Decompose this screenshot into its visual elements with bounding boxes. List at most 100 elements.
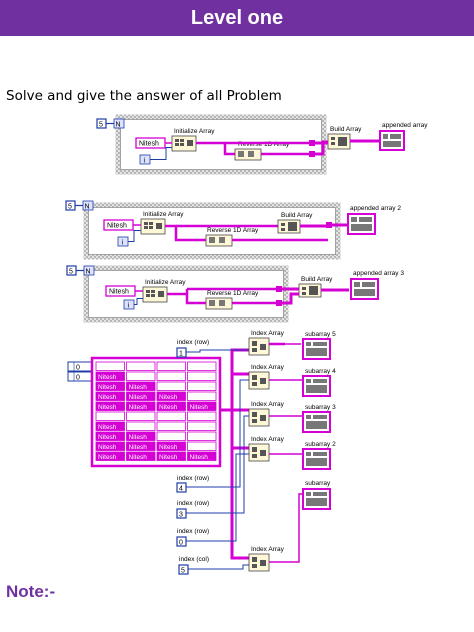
array-index-col[interactable] bbox=[67, 371, 93, 382]
array-cell-text: Nitesh bbox=[129, 454, 148, 461]
array-cell[interactable] bbox=[95, 361, 125, 371]
index-row-label-4: index (row) bbox=[177, 528, 209, 535]
array-cell-text: Nitesh bbox=[98, 454, 117, 461]
n-terminal bbox=[113, 118, 125, 129]
problem-1: 5 N i Nitesh Initialize Array Reverse 1D… bbox=[96, 114, 428, 175]
array-cell[interactable] bbox=[126, 421, 156, 431]
array-cell[interactable] bbox=[187, 431, 217, 441]
array-cell[interactable] bbox=[95, 391, 125, 401]
subarray-label: subarray 4 bbox=[305, 368, 336, 375]
array-cell[interactable] bbox=[95, 421, 125, 431]
array-cell[interactable] bbox=[126, 431, 156, 441]
n-value: 5 bbox=[99, 122, 103, 129]
build-array-label: Build Array bbox=[301, 276, 333, 283]
index-array-3: Index Array subarray 3 bbox=[248, 401, 336, 433]
string-value: Nitesh bbox=[107, 223, 127, 230]
reverse-1d-array-label: Reverse 1D Array bbox=[207, 227, 259, 234]
string-value: Nitesh bbox=[139, 141, 159, 148]
i-label: i bbox=[128, 303, 130, 310]
array-cell[interactable] bbox=[156, 411, 186, 421]
n-label: N bbox=[86, 269, 91, 276]
array-cell-text: Nitesh bbox=[190, 404, 209, 411]
n-value: 5 bbox=[68, 204, 72, 211]
array-cell[interactable] bbox=[187, 411, 217, 421]
index-array-label: Index Array bbox=[251, 330, 285, 337]
i-label: i bbox=[144, 158, 146, 165]
array-cell[interactable] bbox=[95, 441, 125, 451]
array-cell-text: Nitesh bbox=[98, 404, 117, 411]
array-cell[interactable] bbox=[187, 441, 217, 451]
index-array-label: Index Array bbox=[251, 401, 285, 408]
array-cell[interactable] bbox=[187, 401, 217, 411]
array-cell-text: Nitesh bbox=[159, 454, 178, 461]
array-cell[interactable] bbox=[95, 381, 125, 391]
array-cell[interactable] bbox=[126, 391, 156, 401]
initialize-array-label: Initialize Array bbox=[145, 279, 186, 286]
initialize-array-label: Initialize Array bbox=[143, 211, 184, 218]
array-cell[interactable] bbox=[187, 361, 217, 371]
index-value-1: 1 bbox=[179, 351, 183, 358]
problem-2: 5 N i Nitesh Initialize Array Reverse 1D… bbox=[65, 200, 401, 260]
array-cell-text: Nitesh bbox=[159, 394, 178, 401]
array-cell[interactable] bbox=[187, 451, 217, 461]
index-value-4: 0 bbox=[179, 540, 183, 547]
page-title: Level one bbox=[190, 6, 284, 29]
appended-array-label: appended array 2 bbox=[350, 205, 401, 212]
build-array-label: Build Array bbox=[330, 126, 362, 133]
array-cell[interactable] bbox=[156, 401, 186, 411]
array-cell-text: Nitesh bbox=[129, 404, 148, 411]
array-index-col-value: 0 bbox=[76, 375, 80, 382]
array-index-row-value: 0 bbox=[76, 365, 80, 372]
array-cell-text: Nitesh bbox=[98, 384, 117, 391]
n-value: 5 bbox=[69, 269, 73, 276]
instruction-text: Solve and give the answer of all Problem bbox=[6, 88, 282, 104]
subarray-label: subarray 3 bbox=[305, 404, 336, 411]
array-cell-text: Nitesh bbox=[98, 444, 117, 451]
array-cell[interactable] bbox=[126, 371, 156, 381]
index-array-4: Index Array subarray 2 bbox=[248, 436, 336, 470]
array-cell[interactable] bbox=[156, 421, 186, 431]
array-cell-text: Nitesh bbox=[98, 394, 117, 401]
reverse-1d-array-label: Reverse 1D Array bbox=[238, 141, 290, 148]
array-cell[interactable] bbox=[187, 421, 217, 431]
array-cell[interactable] bbox=[126, 441, 156, 451]
array-cell[interactable] bbox=[187, 381, 217, 391]
index-value-2: 4 bbox=[179, 486, 183, 493]
array-cell-text: Nitesh bbox=[159, 404, 178, 411]
array-cell[interactable] bbox=[156, 371, 186, 381]
array-cell[interactable] bbox=[95, 431, 125, 441]
array-cell-text: Nitesh bbox=[129, 434, 148, 441]
array-cell[interactable] bbox=[156, 381, 186, 391]
array-cell[interactable] bbox=[95, 411, 125, 421]
array-cell-text: Nitesh bbox=[129, 444, 148, 451]
array-cell[interactable] bbox=[95, 451, 125, 461]
array-cell-text: Nitesh bbox=[129, 394, 148, 401]
array-cell[interactable] bbox=[187, 391, 217, 401]
n-label: N bbox=[116, 122, 121, 129]
array-cell[interactable] bbox=[126, 361, 156, 371]
n-terminal bbox=[83, 265, 95, 276]
array-cell[interactable] bbox=[126, 401, 156, 411]
array-cell[interactable] bbox=[126, 381, 156, 391]
array-cell[interactable] bbox=[126, 451, 156, 461]
array-cell[interactable] bbox=[156, 361, 186, 371]
array-cell-text: Nitesh bbox=[98, 434, 117, 441]
array-cell[interactable] bbox=[126, 411, 156, 421]
appended-array-label: appended array 3 bbox=[353, 270, 404, 277]
title-banner: Level one bbox=[0, 0, 474, 36]
appended-array-indicator[interactable] bbox=[379, 130, 405, 151]
array-cell[interactable] bbox=[156, 441, 186, 451]
array-cell[interactable] bbox=[156, 451, 186, 461]
array-cell[interactable] bbox=[156, 431, 186, 441]
array-cell[interactable] bbox=[95, 371, 125, 381]
array-cell[interactable] bbox=[187, 371, 217, 381]
array-cell[interactable] bbox=[156, 391, 186, 401]
array-cell[interactable] bbox=[95, 401, 125, 411]
index-array-1: Index Array subarray 5 bbox=[248, 330, 336, 360]
index-col-label: index (col) bbox=[179, 556, 209, 563]
appended-array-label: appended array bbox=[382, 122, 428, 129]
index-array-label: Index Array bbox=[251, 364, 285, 371]
array-index-row[interactable] bbox=[67, 361, 93, 372]
